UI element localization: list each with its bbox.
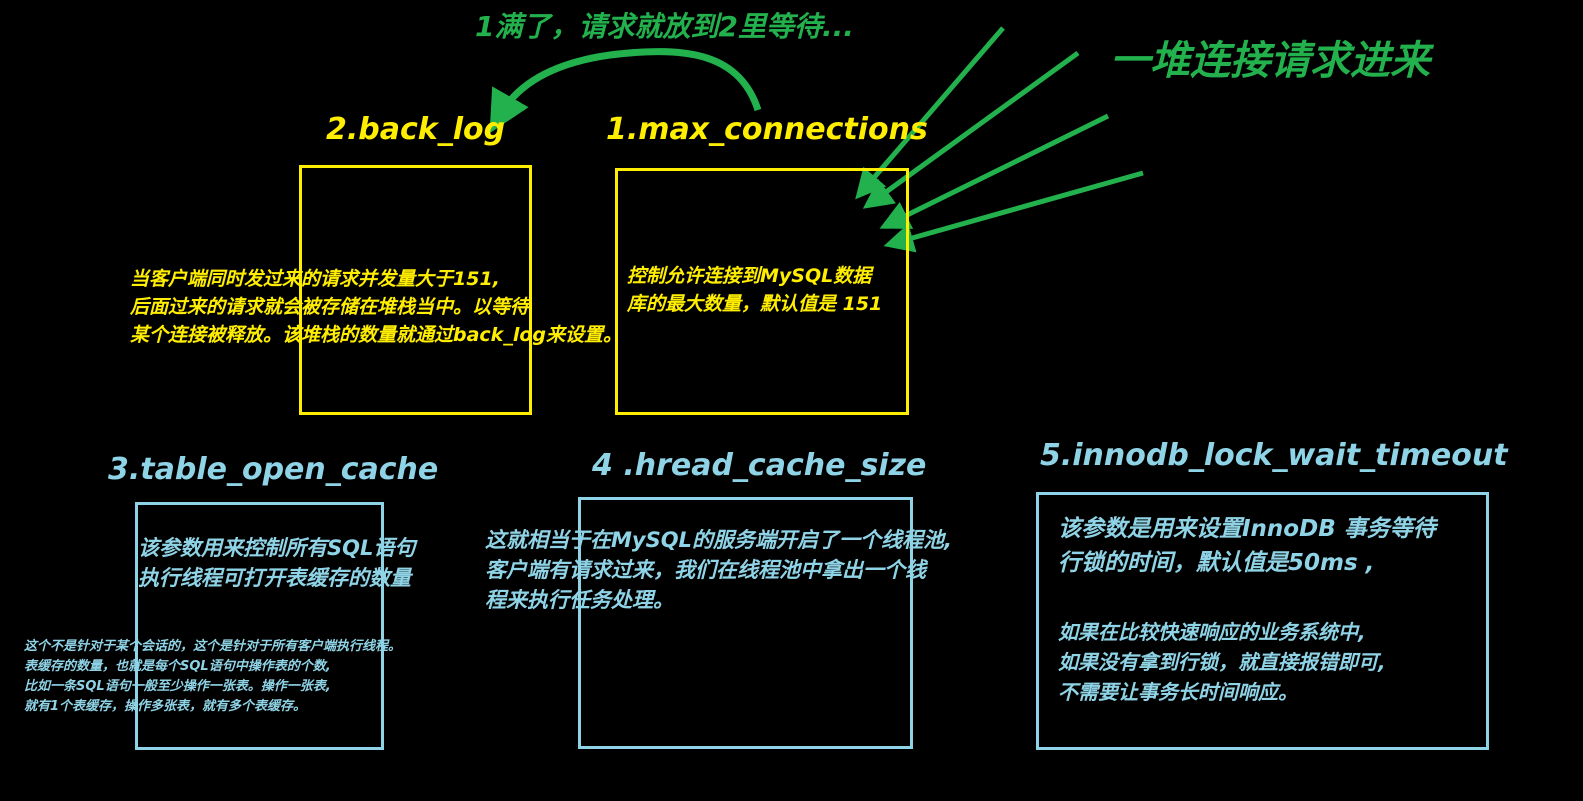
back-log-description: 当客户端同时发过来的请求并发量大于151, 后面过来的请求就会被存储在堆栈当中。… <box>130 265 622 349</box>
table-open-cache-box <box>135 502 384 750</box>
innodb-detail-line: 如果在比较快速响应的业务系统中, <box>1058 620 1366 644</box>
max-connections-box <box>615 168 909 415</box>
max-connections-desc-line: 控制允许连接到MySQL数据 <box>627 265 872 287</box>
incoming-requests-label: 一堆连接请求进来 <box>1110 38 1430 84</box>
thread-cache-size-box <box>578 497 913 749</box>
innodb-lock-wait-timeout-title: 5.innodb_lock_wait_timeout <box>1040 438 1508 473</box>
innodb-lock-wait-timeout-box <box>1036 492 1489 750</box>
thread-cache-size-desc-line: 客户端有请求过来，我们在线程池中拿出一个线 <box>485 558 926 582</box>
innodb-desc-line: 行锁的时间，默认值是50ms , <box>1058 550 1375 576</box>
incoming-arrow-1 <box>855 26 1005 200</box>
thread-cache-size-desc-line: 这就相当于在MySQL的服务端开启了一个线程池, <box>485 528 952 552</box>
table-open-cache-note-line: 这个不是针对于某个会话的，这个是针对于所有客户端执行线程。 <box>24 639 402 654</box>
back-log-desc-line: 后面过来的请求就会被存储在堆栈当中。以等待 <box>130 296 530 318</box>
max-connections-title: 1.max_connections <box>606 112 928 147</box>
innodb-desc-line: 该参数是用来设置InnoDB 事务等待 <box>1058 516 1436 542</box>
table-open-cache-note-line: 比如一条SQL语句一般至少操作一张表。操作一张表, <box>24 679 331 694</box>
back-log-title: 2.back_log <box>326 112 506 147</box>
table-open-cache-desc-line: 该参数用来控制所有SQL语句 <box>138 536 416 560</box>
incoming-arrow-3 <box>879 113 1110 229</box>
thread-cache-size-description: 这就相当于在MySQL的服务端开启了一个线程池, 客户端有请求过来，我们在线程池… <box>485 525 952 615</box>
incoming-arrow-4 <box>883 170 1144 253</box>
max-connections-description: 控制允许连接到MySQL数据 库的最大数量，默认值是 151 <box>627 262 882 318</box>
overflow-note: 1满了，请求就放到2里等待... <box>475 10 854 43</box>
innodb-detail-line: 如果没有拿到行锁，就直接报错即可, <box>1058 650 1386 674</box>
table-open-cache-note: 这个不是针对于某个会话的，这个是针对于所有客户端执行线程。 表缓存的数量，也就是… <box>24 637 401 717</box>
innodb-lock-wait-timeout-description: 该参数是用来设置InnoDB 事务等待 行锁的时间，默认值是50ms , <box>1058 512 1436 580</box>
back-log-box <box>299 165 532 415</box>
max-connections-desc-line: 库的最大数量，默认值是 151 <box>627 293 883 315</box>
innodb-detail-line: 不需要让事务长时间响应。 <box>1058 680 1298 704</box>
back-log-desc-line: 某个连接被释放。该堆栈的数量就通过back_log来设置。 <box>130 324 622 346</box>
thread-cache-size-desc-line: 程来执行任务处理。 <box>485 588 674 612</box>
curved-arrow <box>489 48 762 134</box>
innodb-lock-wait-timeout-detail: 如果在比较快速响应的业务系统中, 如果没有拿到行锁，就直接报错即可, 不需要让事… <box>1058 617 1386 707</box>
table-open-cache-desc-line: 执行线程可打开表缓存的数量 <box>138 566 411 590</box>
table-open-cache-description: 该参数用来控制所有SQL语句 执行线程可打开表缓存的数量 <box>138 533 415 593</box>
back-log-desc-line: 当客户端同时发过来的请求并发量大于151, <box>130 268 500 290</box>
table-open-cache-note-line: 表缓存的数量，也就是每个SQL语句中操作表的个数, <box>24 659 331 674</box>
table-open-cache-title: 3.table_open_cache <box>108 452 439 487</box>
table-open-cache-note-line: 就有1个表缓存，操作多张表，就有多个表缓存。 <box>24 699 307 714</box>
thread-cache-size-title: 4 .hread_cache_size <box>592 448 927 483</box>
